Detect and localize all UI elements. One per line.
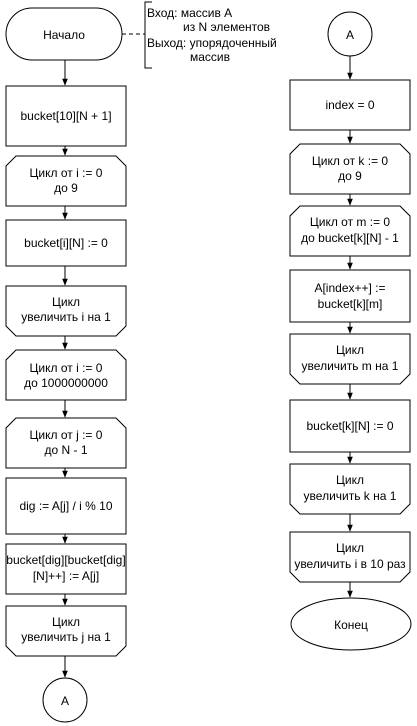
loop-j-end-line-1: Цикл xyxy=(52,615,80,629)
loop-i-1-start: Цикл от i := 0 до 9 xyxy=(5,155,127,207)
loop-j-end: Цикл увеличить j на 1 xyxy=(5,605,127,657)
loop-m-start: Цикл от m := 0 до bucket[k][N] - 1 xyxy=(289,205,411,257)
loop-j-start-line-2: до N - 1 xyxy=(44,443,87,457)
push-bucket-line-2: [N]++] := A[j] xyxy=(33,569,99,583)
loop-j-start-line-1: Цикл от j := 0 xyxy=(30,428,103,442)
end-terminator: Конец xyxy=(290,597,412,651)
loop-m-end-line-1: Цикл xyxy=(336,343,364,357)
calc-digit-process: dig := A[j] / i % 10 xyxy=(5,477,127,535)
loop-i-1-end-line-2: увеличить i на 1 xyxy=(21,310,111,324)
annotation-line-4: массив xyxy=(190,50,230,64)
reset-count-process: bucket[i][N] := 0 xyxy=(5,219,127,267)
connector-a-out-label: A xyxy=(61,694,69,708)
loop-m-start-line-1: Цикл от m := 0 xyxy=(310,215,391,229)
loop-i-1-end-line-1: Цикл xyxy=(52,295,80,309)
io-annotation: Вход: массив A из N элементов Выход: упо… xyxy=(122,1,277,69)
init-bucket-process: bucket[10][N + 1] xyxy=(5,85,127,147)
connector-a-in-label: A xyxy=(346,28,354,42)
loop-m-end-line-2: увеличить m на 1 xyxy=(302,359,399,373)
init-bucket-label: bucket[10][N + 1] xyxy=(20,109,111,123)
loop-k-start-line-1: Цикл от k := 0 xyxy=(312,154,389,168)
loop-j-end-line-2: увеличить j на 1 xyxy=(21,630,111,644)
loop-i-2-end-line-2: увеличить i в 10 раз xyxy=(294,557,406,571)
reset-count-2-process: bucket[k][N] := 0 xyxy=(289,399,411,453)
loop-i-2-end: Цикл увеличить i в 10 раз xyxy=(289,531,411,583)
loop-i-1-start-line-1: Цикл от i := 0 xyxy=(30,166,103,180)
reset-count-label: bucket[i][N] := 0 xyxy=(24,236,108,250)
calc-digit-label: dig := A[j] / i % 10 xyxy=(19,499,112,513)
start-label: Начало xyxy=(43,28,85,42)
connector-a-out: A xyxy=(42,677,88,723)
loop-i-1-end: Цикл увеличить i на 1 xyxy=(5,285,127,337)
index-init-label: index = 0 xyxy=(325,98,374,112)
loop-i-2-end-line-1: Цикл xyxy=(336,541,364,555)
end-label: Конец xyxy=(334,618,368,632)
loop-k-end-line-1: Цикл xyxy=(336,473,364,487)
loop-i-2-start: Цикл от i := 0 до 1000000000 xyxy=(5,349,127,401)
push-bucket-process: bucket[dig][bucket[dig] [N]++] := A[j] xyxy=(5,543,127,595)
loop-m-end: Цикл увеличить m на 1 xyxy=(289,333,411,385)
loop-k-start-line-2: до 9 xyxy=(338,169,362,183)
annotation-bracket xyxy=(144,1,152,69)
connector-a-in: A xyxy=(327,11,373,57)
reset-count-2-label: bucket[k][N] := 0 xyxy=(306,419,393,433)
copy-back-line-2: bucket[k][m] xyxy=(318,297,383,311)
loop-k-start: Цикл от k := 0 до 9 xyxy=(289,143,411,195)
annotation-line-3: Выход: упорядоченный xyxy=(147,36,277,50)
copy-back-line-1: A[index++] := xyxy=(314,281,385,295)
loop-i-2-start-line-1: Цикл от i := 0 xyxy=(30,361,103,375)
index-init-process: index = 0 xyxy=(289,79,411,131)
annotation-line-2: из N элементов xyxy=(183,20,270,34)
loop-m-start-line-2: до bucket[k][N] - 1 xyxy=(301,231,399,245)
loop-k-end-line-2: увеличить k на 1 xyxy=(304,489,397,503)
start-terminator: Начало xyxy=(5,7,123,61)
annotation-line-1: Вход: массив A xyxy=(147,6,232,20)
loop-k-end: Цикл увеличить k на 1 xyxy=(289,463,411,515)
loop-i-2-start-line-2: до 1000000000 xyxy=(24,376,108,390)
push-bucket-line-1: bucket[dig][bucket[dig] xyxy=(6,553,125,567)
copy-back-process: A[index++] := bucket[k][m] xyxy=(289,269,411,323)
loop-j-start: Цикл от j := 0 до N - 1 xyxy=(5,417,127,469)
loop-i-1-start-line-2: до 9 xyxy=(54,181,78,195)
